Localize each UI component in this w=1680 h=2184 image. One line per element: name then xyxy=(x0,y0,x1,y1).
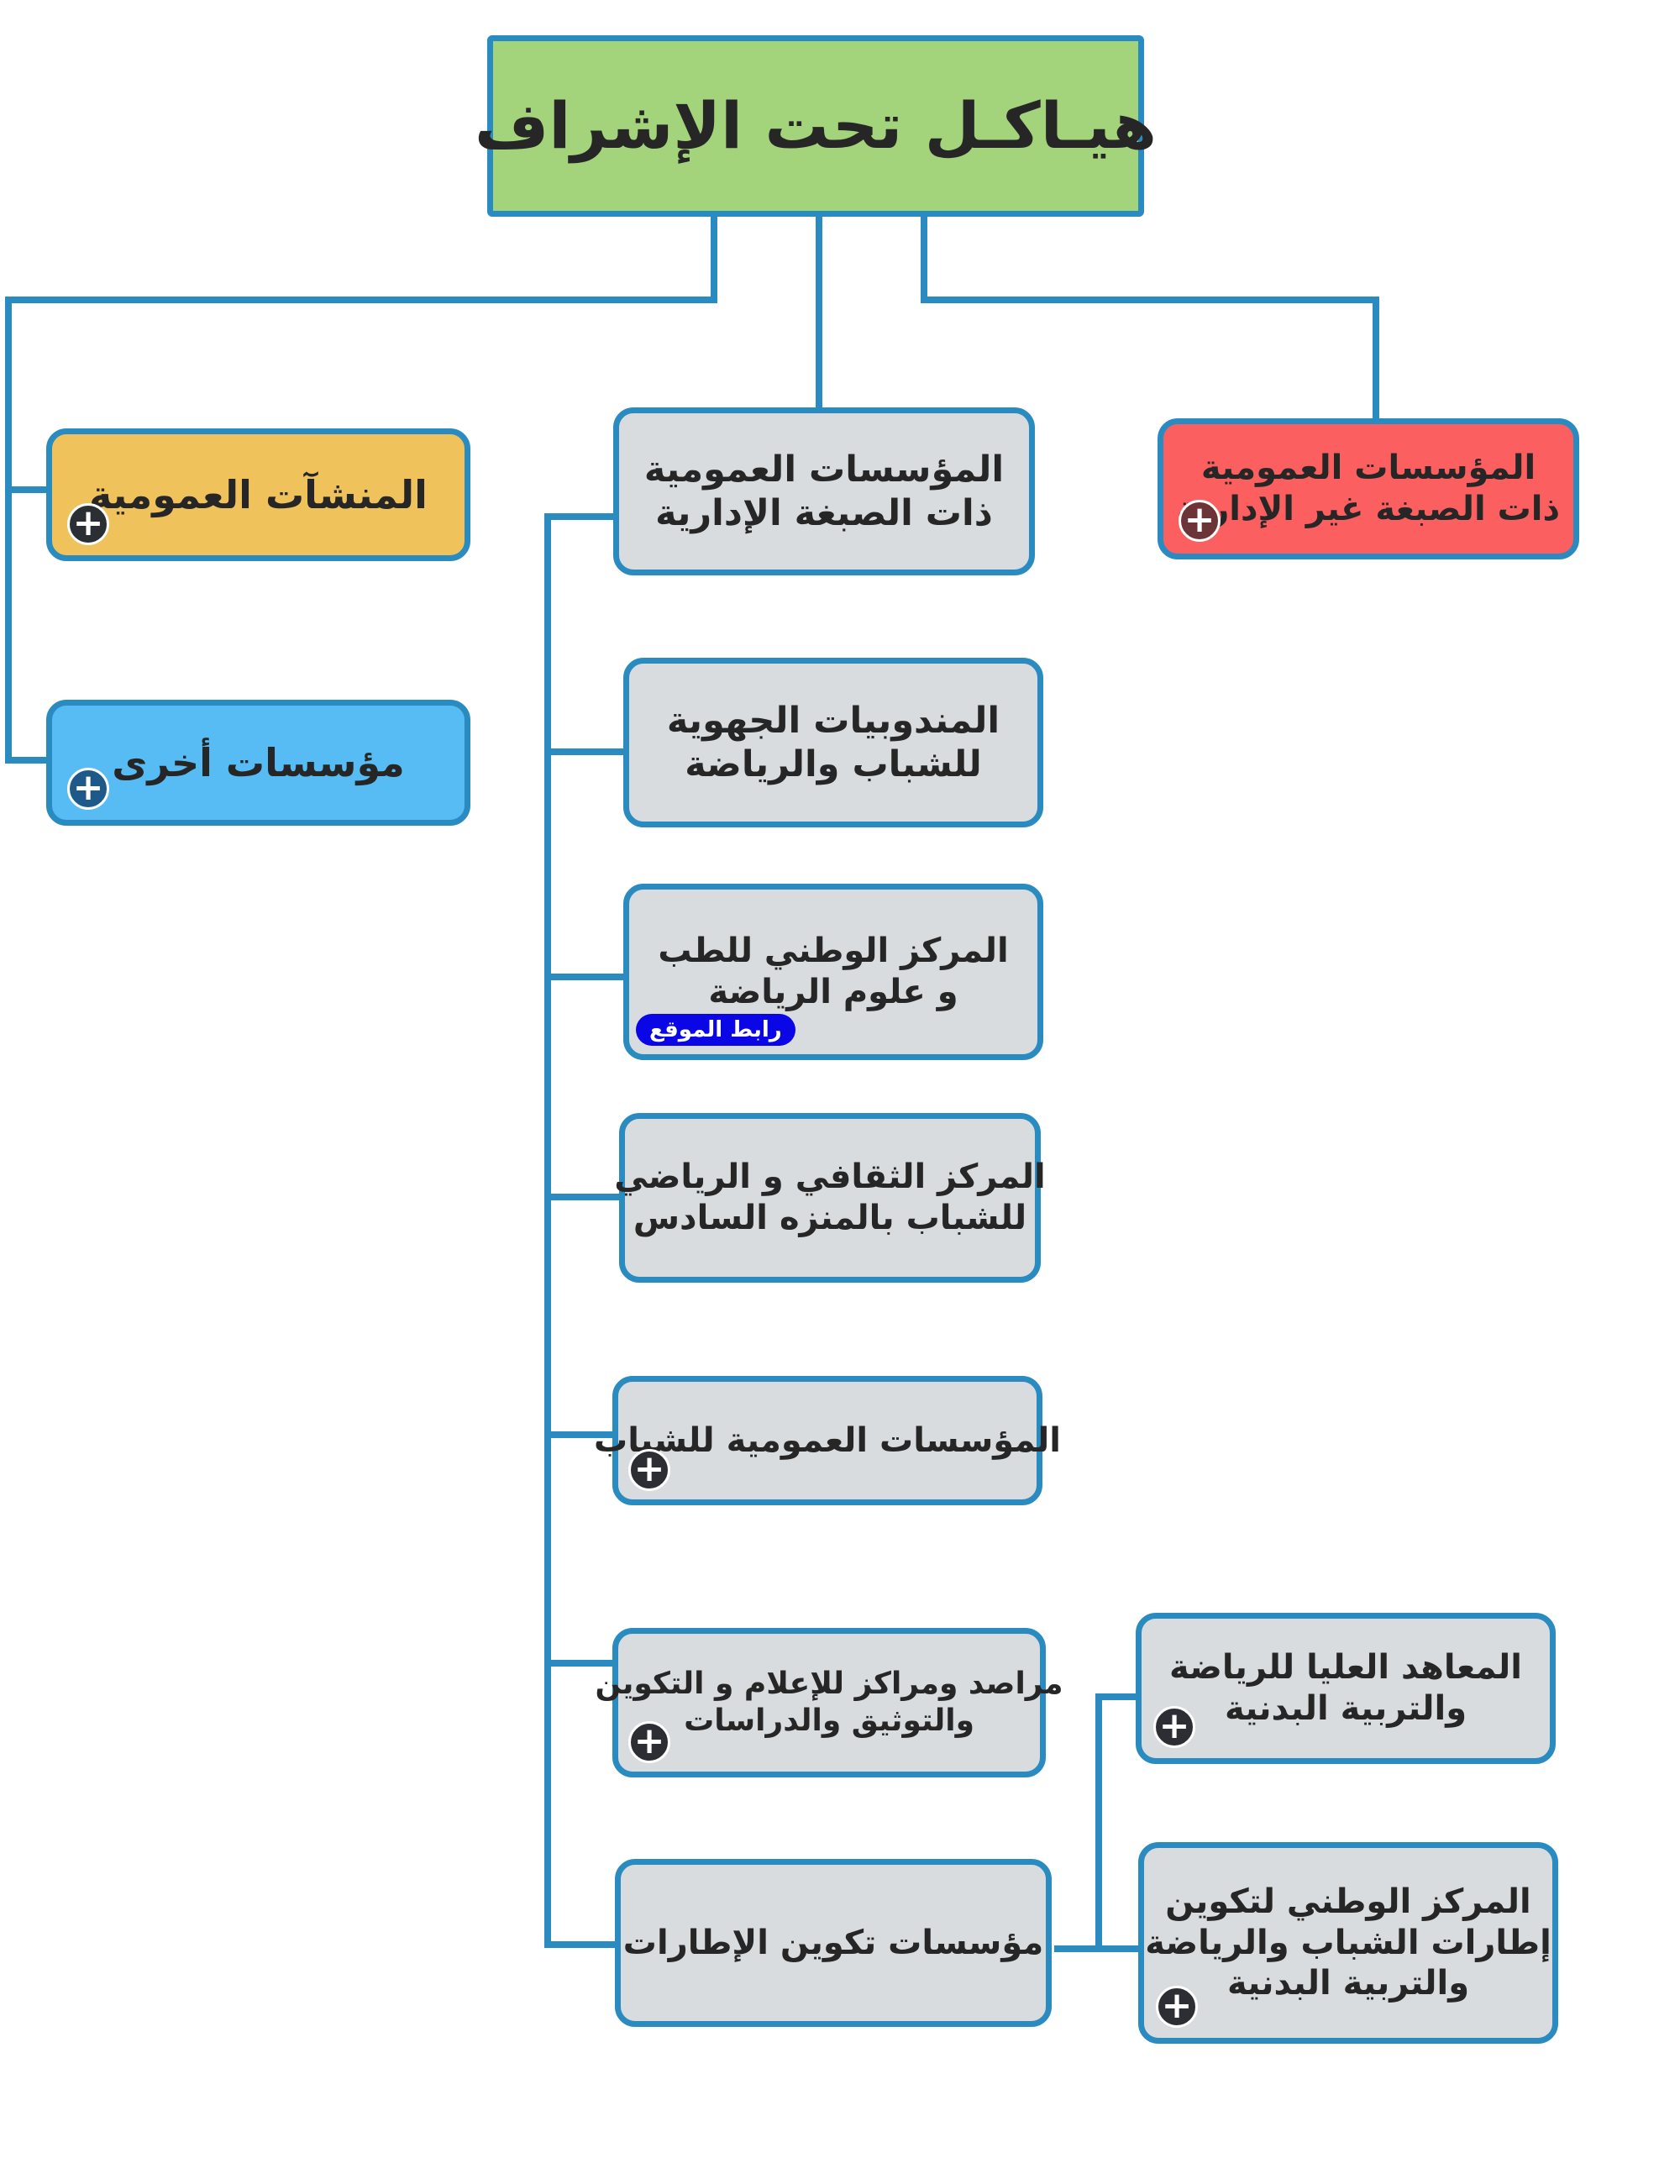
node-admin-institutions[interactable]: المؤسسات العمومية ذات الصبغة الإدارية xyxy=(613,407,1035,575)
node-national-sports-medicine-centre[interactable]: المركز الوطني للطب و علوم الرياضة رابط ا… xyxy=(623,884,1043,1060)
connector-root-non-admin xyxy=(921,217,1379,420)
node-line: للشباب والرياضة xyxy=(685,743,982,785)
node-line: والتربية البدنية xyxy=(1224,1689,1467,1728)
node-line: المندوبيات الجهوية xyxy=(666,699,1000,742)
node-observatories-centres[interactable]: مراصد ومراكز للإعلام و التكوين والتوثيق … xyxy=(596,1628,1063,1777)
node-other-institutions[interactable]: مؤسسات أخرى + xyxy=(46,700,470,826)
node-line: المؤسسات العمومية xyxy=(643,448,1005,491)
node-line: إطارات الشباب والرياضة xyxy=(1145,1923,1551,1962)
node-line: ذات الصبغة غير الإدارية xyxy=(1176,490,1561,528)
node-line: المركز الوطني للطب xyxy=(658,932,1009,971)
node-cultural-sports-centre[interactable]: المركز الثقافي و الرياضي للشباب بالمنزه … xyxy=(614,1113,1046,1283)
website-link[interactable]: رابط الموقع xyxy=(636,1014,795,1046)
plus-circle-icon[interactable]: + xyxy=(1179,500,1221,542)
node-executive-training-institutions[interactable]: مؤسسات تكوين الإطارات xyxy=(615,1859,1052,2027)
node-line: المركز الوطني لتكوين xyxy=(1165,1882,1531,1921)
plus-circle-icon[interactable]: + xyxy=(1153,1706,1195,1748)
root-node: هيـاكـل تحت الإشراف xyxy=(475,35,1157,217)
plus-circle-icon[interactable]: + xyxy=(628,1449,670,1491)
connector-training-children xyxy=(1054,1693,1138,1952)
node-youth-public-institutions[interactable]: المؤسسات العمومية للشباب + xyxy=(594,1376,1061,1505)
node-line: مراصد ومراكز للإعلام و التكوين xyxy=(595,1667,1063,1702)
node-national-training-centre[interactable]: المركز الوطني لتكوين إطارات الشباب والري… xyxy=(1138,1842,1558,2044)
node-line: والتربية البدنية xyxy=(1226,1964,1470,2003)
node-non-admin-institutions[interactable]: المؤسسات العمومية ذات الصبغة غير الإداري… xyxy=(1158,418,1579,559)
node-line: ذات الصبغة الإدارية xyxy=(655,492,993,534)
plus-circle-icon[interactable]: + xyxy=(1156,1986,1198,2028)
plus-circle-icon[interactable]: + xyxy=(628,1721,670,1763)
node-line: المعاهد العليا للرياضة xyxy=(1169,1648,1522,1688)
node-line: المركز الثقافي و الرياضي xyxy=(614,1158,1046,1197)
node-higher-institutes-sport[interactable]: المعاهد العليا للرياضة والتربية البدنية … xyxy=(1136,1613,1556,1764)
connector-admin-spine xyxy=(544,513,617,1948)
plus-circle-icon[interactable]: + xyxy=(67,768,109,810)
connector-root-left xyxy=(5,217,717,764)
node-line: المؤسسات العمومية xyxy=(1200,449,1536,488)
node-line: للشباب بالمنزه السادس xyxy=(633,1199,1027,1237)
node-public-facilities[interactable]: المنشآت العمومية + xyxy=(46,428,470,561)
root-title: هيـاكـل تحت الإشراف xyxy=(475,87,1157,163)
node-line: مؤسسات تكوين الإطارات xyxy=(622,1923,1044,1962)
node-line: والتوثيق والدراسات xyxy=(684,1704,974,1738)
node-line: المؤسسات العمومية للشباب xyxy=(594,1420,1061,1460)
node-line: المنشآت العمومية xyxy=(89,471,428,517)
node-regional-delegations[interactable]: المندوبيات الجهوية للشباب والرياضة xyxy=(623,658,1043,827)
node-line: مؤسسات أخرى xyxy=(112,739,405,785)
node-line: و علوم الرياضة xyxy=(708,973,958,1011)
plus-circle-icon[interactable]: + xyxy=(67,503,109,545)
